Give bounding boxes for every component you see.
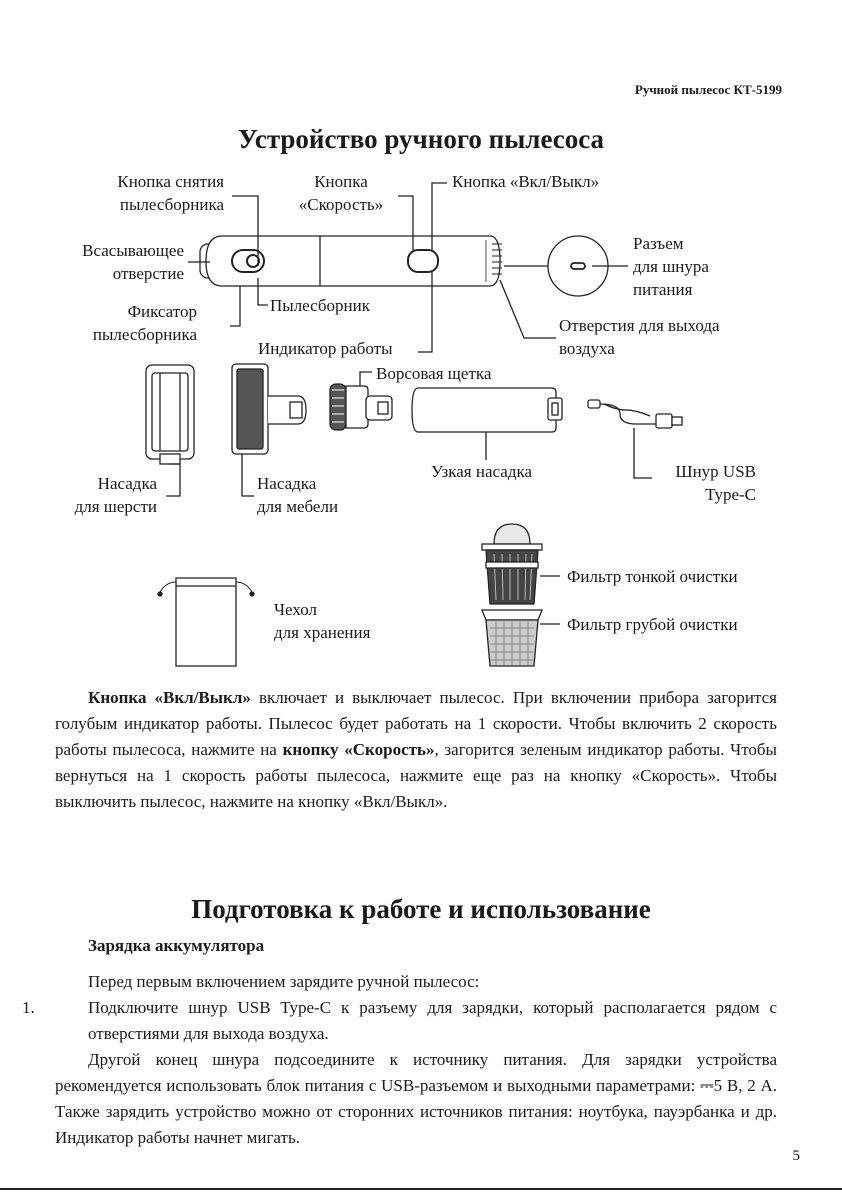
furniture-nozzle-illustration: [231, 363, 307, 497]
text-run: , загорится зеленым индикатор работы. Чт…: [55, 740, 777, 811]
label-line: Насадка: [97, 474, 157, 493]
label-coarse-filter: Фильтр грубой очистки: [567, 615, 738, 634]
usb-cable-illustration: [587, 399, 683, 479]
label-bristle-brush: Ворсовая щетка: [376, 364, 492, 383]
paragraph-power-source: Другой конец шнура подсоедините к источн…: [55, 1050, 777, 1147]
label-line: Type-C: [705, 485, 756, 504]
label-line: «Скорость»: [298, 195, 384, 214]
label-line: Кнопка снятия: [117, 172, 224, 191]
label-storage-bag: Чехол для хранения: [274, 598, 370, 644]
label-line: Чехол: [274, 600, 317, 619]
storage-bag-illustration: [157, 577, 255, 667]
coarse-filter-illustration: [481, 609, 560, 667]
description-paragraph: Кнопка «Вкл/Выкл» включает и выключает п…: [55, 685, 777, 815]
section-title-preparation: Подготовка к работе и использование: [191, 894, 651, 924]
label-line: пылесборника: [119, 195, 224, 214]
bottom-rule: [0, 1188, 842, 1190]
label-line: пылесборника: [92, 325, 197, 344]
charging-instructions: Перед первым включением зарядите ручной …: [22, 969, 777, 1151]
device-diagram: [145, 182, 683, 667]
label-dustbin-latch: Фиксатор пылесборника: [93, 300, 197, 346]
label-air-outlets: Отверстия для выхода воздуха: [559, 314, 720, 360]
step-1: 1. Подключите шнур USB Type-C к разъему д…: [22, 995, 777, 1047]
step-number: 1.: [22, 998, 35, 1017]
page-number: 5: [792, 1148, 801, 1164]
section-title-device: Устройство ручного пылесоса: [237, 124, 605, 154]
pet-hair-nozzle-illustration: [145, 364, 195, 497]
label-usb-cable: Шнур USB Type-C: [675, 460, 756, 506]
label-line: для шерсти: [74, 497, 157, 516]
label-suction-inlet: Всасывающее отверстие: [82, 239, 184, 285]
intro-text: Перед первым включением зарядите ручной …: [88, 972, 480, 991]
label-line: для хранения: [274, 623, 371, 642]
label-crevice-nozzle: Узкая насадка: [431, 462, 533, 481]
label-power-button: Кнопка «Вкл/Выкл»: [452, 172, 600, 191]
label-line: Кнопка: [314, 172, 368, 191]
label-line: Всасывающее: [82, 241, 184, 260]
label-dustbin-release-button: Кнопка снятия пылесборника: [117, 170, 224, 216]
subsection-title-charging: Зарядка аккумулятора: [88, 936, 265, 955]
vacuum-illustration: [199, 235, 609, 297]
label-line: для мебели: [257, 497, 339, 516]
label-dustbin: Пылесборник: [270, 296, 371, 315]
label-charging-port: Разъем для шнура питания: [633, 232, 709, 301]
crevice-nozzle-illustration: [411, 387, 563, 460]
running-header: Ручной пылесос КТ-5199: [634, 82, 782, 97]
text-run: включает и выключает пылесос. При включе…: [55, 688, 777, 759]
label-line: для шнура: [633, 257, 709, 276]
bristle-brush-illustration: [329, 371, 393, 431]
label-line: Насадка: [257, 474, 317, 493]
label-furniture-nozzle: Насадка для мебели: [257, 472, 338, 518]
label-line: отверстие: [112, 264, 184, 283]
label-line: воздуха: [559, 339, 615, 358]
label-line: Разъем: [633, 234, 684, 253]
label-work-indicator: Индикатор работы: [258, 339, 393, 358]
label-pet-hair-nozzle: Насадка для шерсти: [75, 472, 157, 518]
bold-power-button: Кнопка «Вкл/Выкл»: [88, 688, 251, 707]
label-line: Отверстия для выхода: [559, 316, 720, 335]
fine-filter-illustration: [481, 523, 560, 605]
step-text: Подключите шнур USB Type-C к разъему для…: [88, 998, 777, 1043]
label-line: питания: [633, 280, 693, 299]
label-line: Шнур USB: [675, 462, 756, 481]
label-line: Фиксатор: [127, 302, 197, 321]
label-speed-button: Кнопка «Скорость»: [282, 170, 400, 216]
label-fine-filter: Фильтр тонкой очистки: [567, 567, 738, 586]
bold-speed-button: кнопку «Скорость»: [282, 740, 435, 759]
